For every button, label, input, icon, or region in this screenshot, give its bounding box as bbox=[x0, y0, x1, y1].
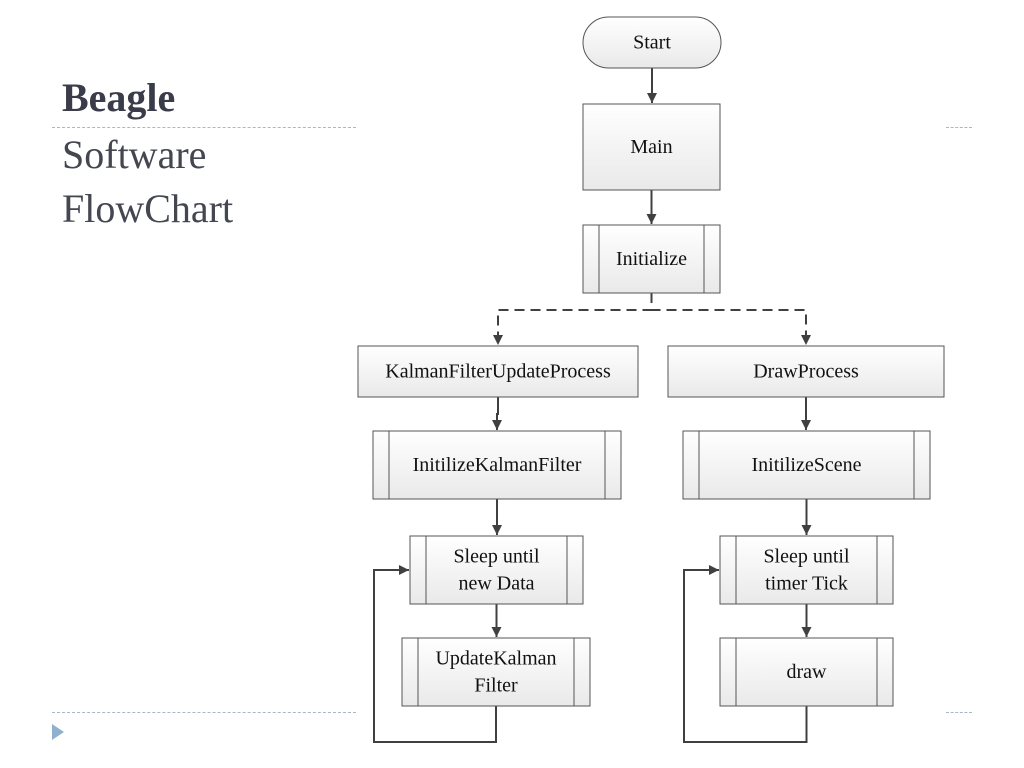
node-sleep-data: Sleep until new Data bbox=[409, 535, 584, 605]
node-label: DrawProcess bbox=[753, 361, 859, 383]
node-label: Main bbox=[630, 136, 672, 158]
node-label: KalmanFilterUpdateProcess bbox=[385, 361, 611, 383]
title-divider-right bbox=[946, 127, 972, 128]
node-init-scene: InitilizeScene bbox=[682, 430, 931, 500]
node-label: Sleep until bbox=[763, 546, 850, 568]
node-sleep-timer: Sleep until timer Tick bbox=[719, 535, 894, 605]
node-label: draw bbox=[787, 661, 828, 683]
node-draw: draw bbox=[719, 637, 894, 707]
triangle-right-icon[interactable] bbox=[52, 724, 64, 740]
predefined-process-shape bbox=[582, 224, 721, 294]
edge-kalman-process-to-init-kalman bbox=[492, 397, 502, 430]
footer-divider-right bbox=[946, 712, 972, 713]
flowchart-edges bbox=[373, 68, 812, 743]
predefined-process-shape bbox=[682, 430, 931, 500]
footer-divider-left bbox=[52, 712, 356, 713]
node-label: timer Tick bbox=[765, 573, 848, 595]
node-main: Main bbox=[582, 103, 721, 191]
process-shape bbox=[667, 345, 945, 398]
edge-draw-to-sleep-timer bbox=[683, 565, 808, 743]
node-kalman-process: KalmanFilterUpdateProcess bbox=[357, 345, 639, 398]
slide-title-line-3: FlowChart bbox=[62, 186, 234, 231]
node-start: Start bbox=[582, 16, 722, 69]
node-init-kalman: InitilizeKalmanFilter bbox=[372, 430, 622, 500]
node-label: Filter bbox=[474, 675, 518, 697]
edge-initialize-to-kalman-process bbox=[493, 293, 653, 345]
process-shape bbox=[357, 345, 639, 398]
predefined-process-shape bbox=[372, 430, 622, 500]
predefined-process-shape bbox=[401, 637, 591, 707]
node-label: InitilizeScene bbox=[752, 454, 862, 476]
predefined-process-shape bbox=[409, 535, 584, 605]
terminator-shape bbox=[582, 16, 722, 69]
node-label: Start bbox=[633, 32, 671, 54]
node-label: Sleep until bbox=[453, 546, 540, 568]
edge-initialize-to-draw-process bbox=[650, 293, 811, 345]
node-label: InitilizeKalmanFilter bbox=[413, 454, 582, 476]
node-label: UpdateKalman bbox=[435, 648, 556, 670]
flowchart-nodes: StartMainInitializeKalmanFilterUpdatePro… bbox=[357, 16, 945, 707]
node-draw-process: DrawProcess bbox=[667, 345, 945, 398]
node-label: Initialize bbox=[616, 248, 687, 270]
slide-title-bold: Beagle bbox=[62, 75, 176, 120]
node-label: new Data bbox=[458, 573, 534, 595]
node-initialize: Initialize bbox=[582, 224, 721, 294]
predefined-process-shape bbox=[719, 637, 894, 707]
slide-title-line-2: Software bbox=[62, 132, 207, 177]
title-divider-left bbox=[52, 127, 356, 128]
edge-update-kalman-to-sleep-data bbox=[373, 565, 497, 743]
predefined-process-shape bbox=[719, 535, 894, 605]
process-shape bbox=[582, 103, 721, 191]
